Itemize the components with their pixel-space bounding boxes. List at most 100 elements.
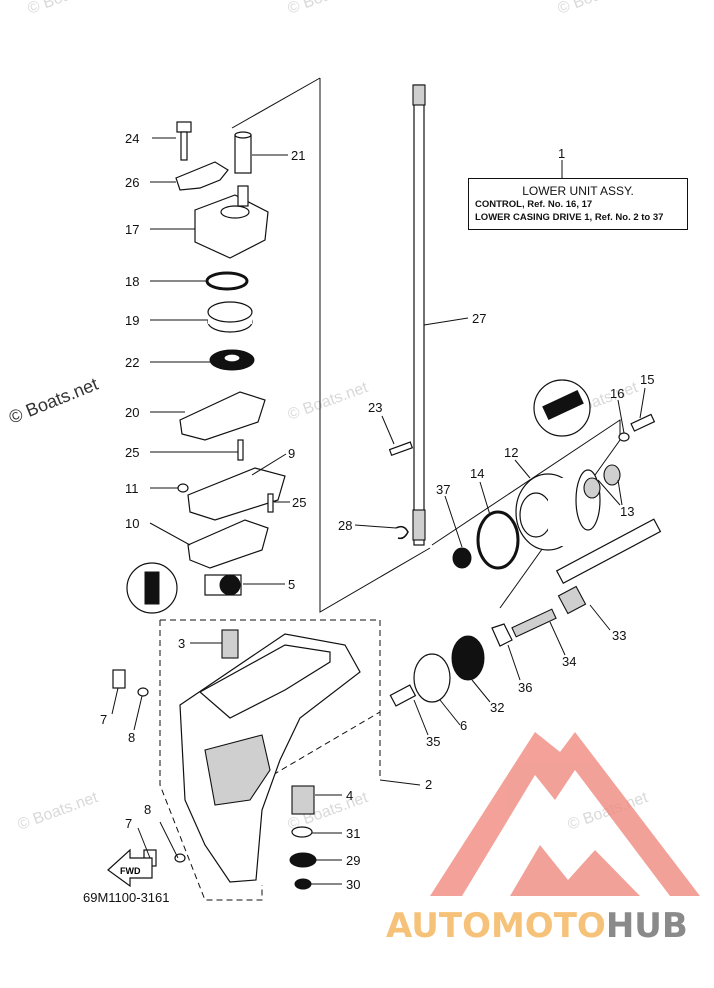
pinion-29: [289, 852, 317, 868]
callout-9: 9: [288, 446, 295, 461]
lower-frame-dashed: [160, 619, 381, 780]
callout-11: 11: [125, 481, 139, 496]
seal-13a: [583, 477, 601, 499]
washer-8-top: [137, 687, 149, 697]
callout-25a: 25: [125, 445, 139, 460]
callout-8a: 8: [128, 730, 135, 745]
callout-7b: 7: [125, 816, 132, 831]
drive-shaft: [412, 84, 426, 546]
pin-25-upper: [237, 439, 244, 461]
callout-10: 10: [125, 516, 139, 531]
leader-lines: [111, 137, 646, 885]
fwd-arrow: FWD: [107, 848, 153, 888]
lower-casing-2: [179, 633, 361, 883]
insert-19: [207, 301, 253, 333]
inset-seal: [144, 571, 160, 605]
callout-12: 12: [504, 445, 518, 460]
assembly-line-1: CONTROL, Ref. No. 16, 17: [475, 199, 593, 210]
spring-34: [511, 608, 557, 638]
callout-29: 29: [346, 853, 360, 868]
automotohub-logo: [430, 732, 700, 896]
callout-2: 2: [425, 777, 432, 792]
pin-25-right: [267, 493, 274, 513]
callout-22: 22: [125, 355, 139, 370]
callout-27: 27: [472, 311, 486, 326]
nut-30: [294, 878, 312, 890]
bushing-4: [291, 785, 315, 815]
control-bracket: [542, 389, 584, 421]
pump-housing-17: [194, 185, 269, 259]
pin-35: [389, 684, 417, 707]
seal-13b: [603, 464, 621, 486]
callout-5: 5: [288, 577, 295, 592]
callout-35: 35: [426, 734, 440, 749]
upper-frame-line: [319, 78, 431, 613]
clutch-36: [491, 623, 513, 647]
callout-13: 13: [620, 504, 634, 519]
oring-11: [177, 483, 189, 493]
screw-7-top: [112, 669, 126, 689]
callout-26: 26: [125, 175, 139, 190]
plate-20: [179, 391, 266, 441]
lower-frame-left: [159, 620, 263, 901]
plate-26: [175, 161, 229, 191]
plate-9: [187, 467, 286, 521]
gasket-10: [187, 519, 269, 569]
bushing-3: [221, 629, 239, 659]
callout-8b: 8: [144, 802, 151, 817]
pin-23: [388, 441, 414, 457]
bearing-5: [204, 574, 242, 596]
callout-6: 6: [460, 718, 467, 733]
callout-31: 31: [346, 826, 360, 841]
assembly-info-box: LOWER UNIT ASSY. CONTROL, Ref. No. 16, 1…: [468, 178, 688, 230]
brand-part-1: AUTOMOTO: [386, 906, 606, 946]
callout-25b: 25: [292, 495, 306, 510]
assembly-title: LOWER UNIT ASSY.: [522, 184, 634, 198]
callout-32: 32: [490, 700, 504, 715]
watermark-main: © Boats.net: [6, 374, 101, 428]
brand-part-2: HUB: [605, 906, 688, 946]
gear-32: [451, 635, 485, 681]
callout-1: 1: [558, 146, 565, 161]
callout-17: 17: [125, 222, 139, 237]
washer-16: [618, 432, 630, 442]
seal-37: [452, 547, 472, 569]
housing-12: [515, 469, 601, 551]
impeller-22: [209, 349, 255, 371]
assembly-line-2: LOWER CASING DRIVE 1, Ref. No. 2 to 37: [475, 212, 664, 223]
callout-19: 19: [125, 313, 139, 328]
bolt-15: [630, 413, 656, 432]
washer-31: [291, 826, 313, 838]
oring-18: [205, 271, 249, 291]
bearing-6: [413, 653, 451, 703]
bolt-24: [176, 121, 192, 161]
watermark-lower-left: © Boats.net: [16, 789, 101, 834]
callout-16: 16: [610, 386, 624, 401]
callout-37: 37: [436, 482, 450, 497]
callout-33: 33: [612, 628, 626, 643]
watermark-mid: © Boats.net: [286, 379, 371, 424]
callout-36: 36: [518, 680, 532, 695]
callout-7a: 7: [100, 712, 107, 727]
callout-34: 34: [562, 654, 576, 669]
callout-15: 15: [640, 372, 654, 387]
lower-frame-diag: [229, 711, 381, 801]
callout-30: 30: [346, 877, 360, 892]
pipe-21: [234, 131, 252, 174]
clip-28: [395, 525, 409, 540]
part-code: 69M1100-3161: [83, 890, 170, 905]
oring-14: [476, 510, 520, 570]
watermark-top-mid: © Boats.net: [286, 0, 371, 18]
propeller-shaft-33: [555, 518, 662, 615]
callout-14: 14: [470, 466, 484, 481]
upper-frame-top: [231, 77, 321, 129]
callout-3: 3: [178, 636, 185, 651]
watermark-top-right: © Boats.net: [556, 0, 641, 18]
watermark-top-left: © Boats.net: [26, 0, 111, 18]
brand-wordmark: AUTOMOTOHUB: [386, 906, 688, 946]
callout-18: 18: [125, 274, 139, 289]
callout-23: 23: [368, 400, 382, 415]
callout-28: 28: [338, 518, 352, 533]
fwd-arrow-label: FWD: [120, 866, 141, 876]
